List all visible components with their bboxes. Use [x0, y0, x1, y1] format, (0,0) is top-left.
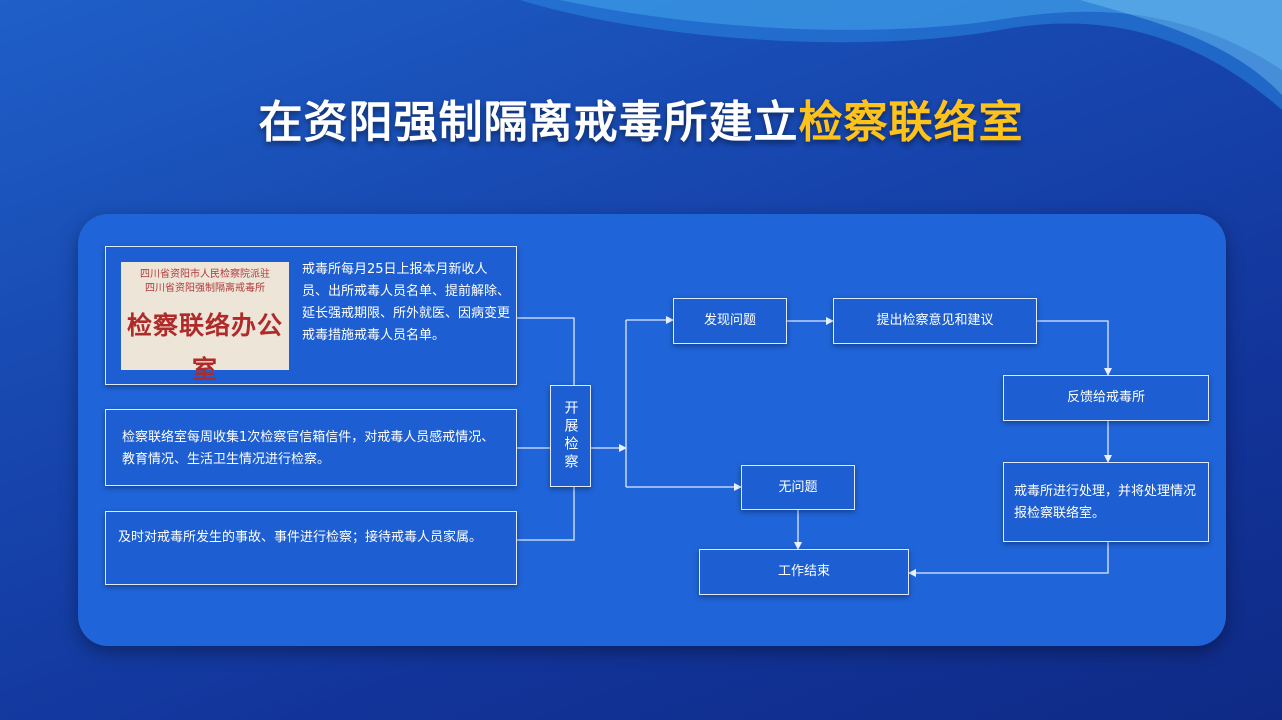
step-no-problem: 无问题 — [741, 465, 855, 510]
connector-suggestion-feedback — [1037, 320, 1112, 376]
step-end-label: 工作结束 — [777, 564, 830, 579]
step-suggestion-label: 提出检察意见和建议 — [876, 313, 994, 328]
connector-input3-hub — [517, 487, 575, 541]
connector-handle-end — [908, 542, 1109, 577]
input-mailbox-check-text: 检察联络室每周收集1次检察官信箱信件，对戒毒人员感戒情况、教育情况、生活卫生情况… — [122, 430, 495, 467]
plaque-line-2: 四川省资阳强制隔离戒毒所 — [145, 283, 265, 294]
input-incident-check-text: 及时对戒毒所发生的事故、事件进行检察；接待戒毒人员家属。 — [118, 530, 483, 545]
step-feedback: 反馈给戒毒所 — [1003, 375, 1209, 421]
connector-input1-hub — [517, 317, 575, 385]
title-highlight: 检察联络室 — [798, 97, 1024, 148]
title-main: 在资阳强制隔离戒毒所建立 — [258, 97, 799, 148]
input-box-mailbox-check: 检察联络室每周收集1次检察官信箱信件，对戒毒人员感戒情况、教育情况、生活卫生情况… — [105, 409, 517, 486]
plaque-line-3: 检察联络办公室 — [126, 311, 283, 384]
step-feedback-label: 反馈给戒毒所 — [1066, 390, 1145, 405]
step-handle: 戒毒所进行处理，并将处理情况报检察联络室。 — [1003, 462, 1209, 542]
step-found-problem: 发现问题 — [673, 298, 787, 344]
input-box-incident-check: 及时对戒毒所发生的事故、事件进行检察；接待戒毒人员家属。 — [105, 511, 517, 585]
step-no-problem-label: 无问题 — [778, 479, 818, 495]
step-found-problem-label: 发现问题 — [703, 313, 756, 328]
step-handle-label: 戒毒所进行处理，并将处理情况报检察联络室。 — [1014, 484, 1197, 521]
hub-label: 开展检察 — [562, 400, 579, 472]
input-monthly-report-text: 戒毒所每月25日上报本月新收人员、出所戒毒人员名单、提前解除、延长强戒期限、所外… — [302, 262, 511, 343]
step-end: 工作结束 — [699, 549, 909, 595]
liaison-office-plaque: 四川省资阳市人民检察院派驻 四川省资阳强制隔离戒毒所 检察联络办公室 — [121, 262, 289, 384]
step-suggestion: 提出检察意见和建议 — [833, 298, 1037, 344]
hub-conduct-inspection: 开展检察 — [550, 385, 591, 487]
plaque-line-1: 四川省资阳市人民检察院派驻 — [140, 269, 270, 280]
page-title: 在资阳强制隔离戒毒所建立检察联络室 — [0, 86, 1282, 150]
